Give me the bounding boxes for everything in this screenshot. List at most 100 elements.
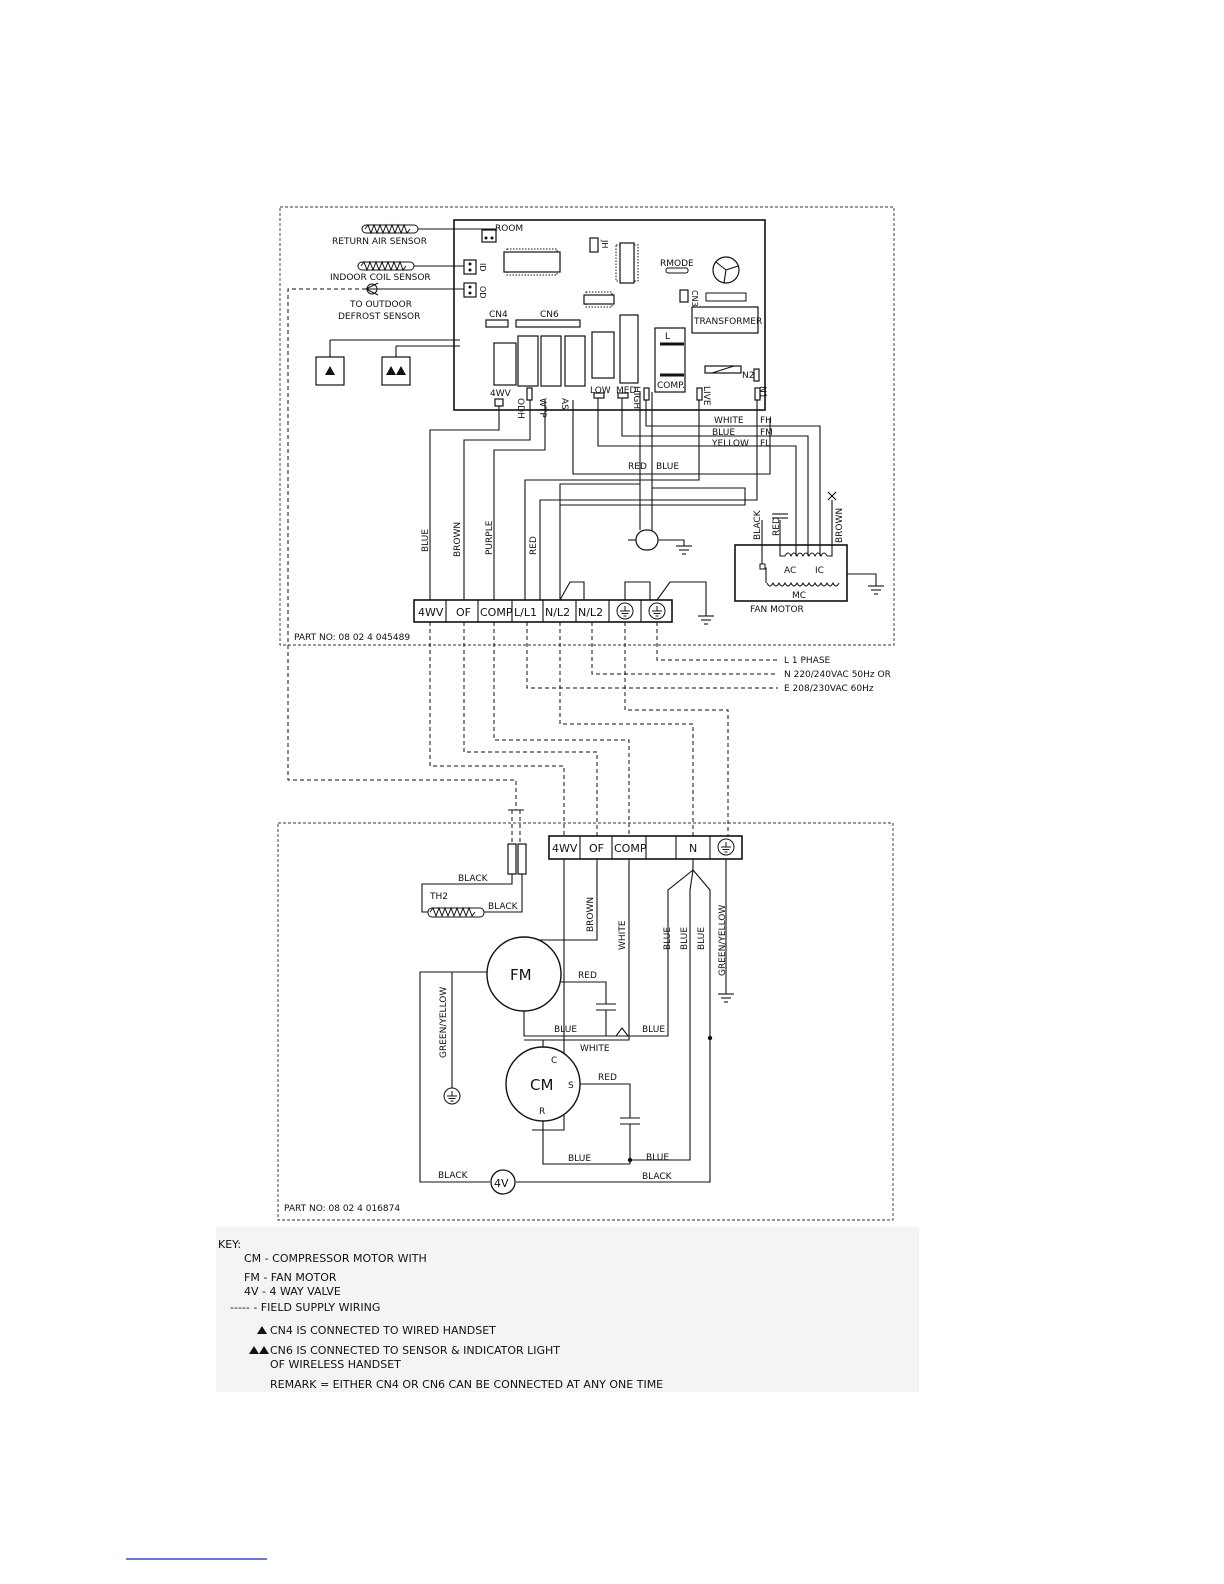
terminal-n-l2-a: N/L2 xyxy=(545,606,570,619)
triangle-icon xyxy=(386,366,396,375)
control-board: ROOM ID OD JH RMODE xyxy=(453,219,767,419)
key-line-cm: CM - COMPRESSOR MOTOR WITH xyxy=(244,1252,427,1265)
triangle-icon xyxy=(257,1326,267,1334)
key-line-cn4: CN4 IS CONNECTED TO WIRED HANDSET xyxy=(270,1324,496,1337)
black-label-2: BLACK xyxy=(488,902,519,912)
outdoor-terminal-of: OF xyxy=(589,842,604,855)
relay-label-high: HIGH xyxy=(631,386,641,409)
blue-vertical-label: BLUE xyxy=(421,529,431,552)
relay-label-4wv: 4WV xyxy=(490,389,512,399)
terminal-n-l2-b: N/L2 xyxy=(578,606,603,619)
return-air-sensor-label: RETURN AIR SENSOR xyxy=(332,237,427,247)
outdoor-sensor-label-1: TO OUTDOOR xyxy=(349,300,412,310)
wireless-handset-box xyxy=(381,345,460,386)
th2-sensor: BLACK BLACK TH2 xyxy=(421,843,527,918)
indoor-frame xyxy=(279,206,895,646)
triangle-icon xyxy=(396,366,406,375)
outdoor-terminal-n: N xyxy=(689,842,697,855)
field-supply-wiring: L 1 PHASE N 220/240VAC 50Hz OR E 208/230… xyxy=(429,622,891,844)
cm-s-label: S xyxy=(568,1081,574,1091)
relay-label-low: LOW xyxy=(590,386,611,396)
indoor-fan-motor: AC IC MC FAN MOTOR BLACK RED BROWN xyxy=(734,491,885,615)
blue1-vertical-label: BLUE xyxy=(663,927,673,950)
fm-label: FM xyxy=(510,966,532,984)
indoor-unit: RETURN AIR SENSOR INDOOR COIL SENSOR TO … xyxy=(279,206,895,810)
cn3-label: CN3 xyxy=(690,290,699,307)
outdoor-unit: 4WV OF COMP N BLACK BLACK TH2 xyxy=(277,822,894,1221)
fan-wire-blue: BLUE xyxy=(712,428,735,438)
triangle-icon xyxy=(259,1346,269,1354)
cm-r-label: R xyxy=(539,1107,545,1117)
red-fm-label: RED xyxy=(578,971,597,981)
fan-wire-fl: FL xyxy=(760,439,770,449)
fan-wire-white: WHITE xyxy=(714,416,744,426)
red2-vertical-label: RED xyxy=(772,517,782,536)
comp-label: COMP. xyxy=(657,381,685,391)
purple-vertical-label: PURPLE xyxy=(485,520,495,555)
outdoor-defrost-sensor-lead: TO OUTDOOR DEFROST SENSOR xyxy=(287,282,517,810)
rmode-label: RMODE xyxy=(660,259,694,269)
red-cm-label: RED xyxy=(598,1073,617,1083)
outdoor-wiring: BROWN WHITE BLUE BLUE BLUE GREEN/YELLOW xyxy=(516,859,735,1183)
green-yellow-right-label: GREEN/YELLOW xyxy=(718,905,728,976)
blue-cm-label-2: BLUE xyxy=(646,1153,669,1163)
key-line-fm: FM - FAN MOTOR xyxy=(244,1271,337,1284)
pump-capacitor xyxy=(628,520,693,555)
indoor-coil-sensor-label: INDOOR COIL SENSOR xyxy=(330,273,431,283)
fan-wire-yellow: YELLOW xyxy=(711,439,749,449)
terminal-of: OF xyxy=(456,606,471,619)
fan-wire-fm: FM xyxy=(760,428,773,438)
outdoor-part-no: PART NO: 08 02 4 016874 xyxy=(284,1204,400,1214)
fan-motor-label: FAN MOTOR xyxy=(750,605,804,615)
blue-fm-label-2: BLUE xyxy=(642,1025,665,1035)
l-label: L xyxy=(665,332,670,342)
red-vertical-label: RED xyxy=(529,536,539,555)
relay-label-wtp: WTP xyxy=(537,398,547,418)
terminal-comp: COMP xyxy=(480,606,513,619)
key-title: KEY: xyxy=(218,1238,241,1251)
triangle-icon xyxy=(249,1346,259,1354)
outdoor-terminal-comp: COMP xyxy=(614,842,647,855)
legend-key: KEY: CM - COMPRESSOR MOTOR WITH FM - FAN… xyxy=(216,1227,919,1392)
transformer-label: TRANSFORMER xyxy=(693,317,762,327)
fan-motor-mc: MC xyxy=(792,591,806,601)
key-line-field: ----- - FIELD SUPPLY WIRING xyxy=(230,1301,380,1314)
id-label: ID xyxy=(478,263,487,272)
th2-label: TH2 xyxy=(429,892,448,902)
cm-label: CM xyxy=(530,1076,553,1094)
indoor-coil-sensor: INDOOR COIL SENSOR xyxy=(330,261,466,283)
relay-label-live: LIVE xyxy=(701,386,711,406)
terminal-4wv: 4WV xyxy=(418,606,444,619)
green-yellow-left-label: GREEN/YELLOW xyxy=(439,987,449,1058)
blue-wire-label: BLUE xyxy=(656,462,679,472)
black-4v-left-label: BLACK xyxy=(438,1171,469,1181)
fan-wire-fh: FH xyxy=(760,416,772,426)
jh-label: JH xyxy=(600,239,609,248)
od-label: OD xyxy=(478,286,487,298)
supply-n: N 220/240VAC 50Hz OR xyxy=(784,670,891,680)
fm-motor: FM RED BLUE BLUE WHITE GREEN/YELLOW xyxy=(439,936,668,1105)
cut-wire-icon xyxy=(827,491,837,501)
red-wire-label: RED xyxy=(628,462,647,472)
cm-motor: CM C S R RED BLUE BLUE xyxy=(505,1040,669,1165)
outdoor-terminal-strip: 4WV OF COMP N xyxy=(548,835,743,860)
blue2-vertical-label: BLUE xyxy=(680,927,690,950)
relay-label-odh: ODH xyxy=(515,398,525,419)
relay-label-med: MED xyxy=(616,386,636,396)
outdoor-sensor-label-2: DEFROST SENSOR xyxy=(338,312,420,322)
key-line-4v: 4V - 4 WAY VALVE xyxy=(244,1285,341,1298)
indoor-terminal-strip: 4WV OF COMP L/L1 N/L2 N/L2 xyxy=(413,581,715,625)
wired-handset-box xyxy=(315,339,460,386)
supply-l: L 1 PHASE xyxy=(784,656,831,666)
supply-e: E 208/230VAC 60Hz xyxy=(784,684,874,694)
return-air-sensor: RETURN AIR SENSOR xyxy=(332,224,496,247)
relay-label-n1: N1 xyxy=(757,386,767,398)
key-line-cn6-b: OF WIRELESS HANDSET xyxy=(270,1358,401,1371)
brown-vertical-label: BROWN xyxy=(453,522,463,557)
white-horizontal-label: WHITE xyxy=(580,1044,610,1054)
blue3-vertical-label: BLUE xyxy=(697,927,707,950)
cn6-label: CN6 xyxy=(540,310,559,320)
earth-icon xyxy=(443,1087,461,1105)
triangle-icon xyxy=(325,366,335,375)
